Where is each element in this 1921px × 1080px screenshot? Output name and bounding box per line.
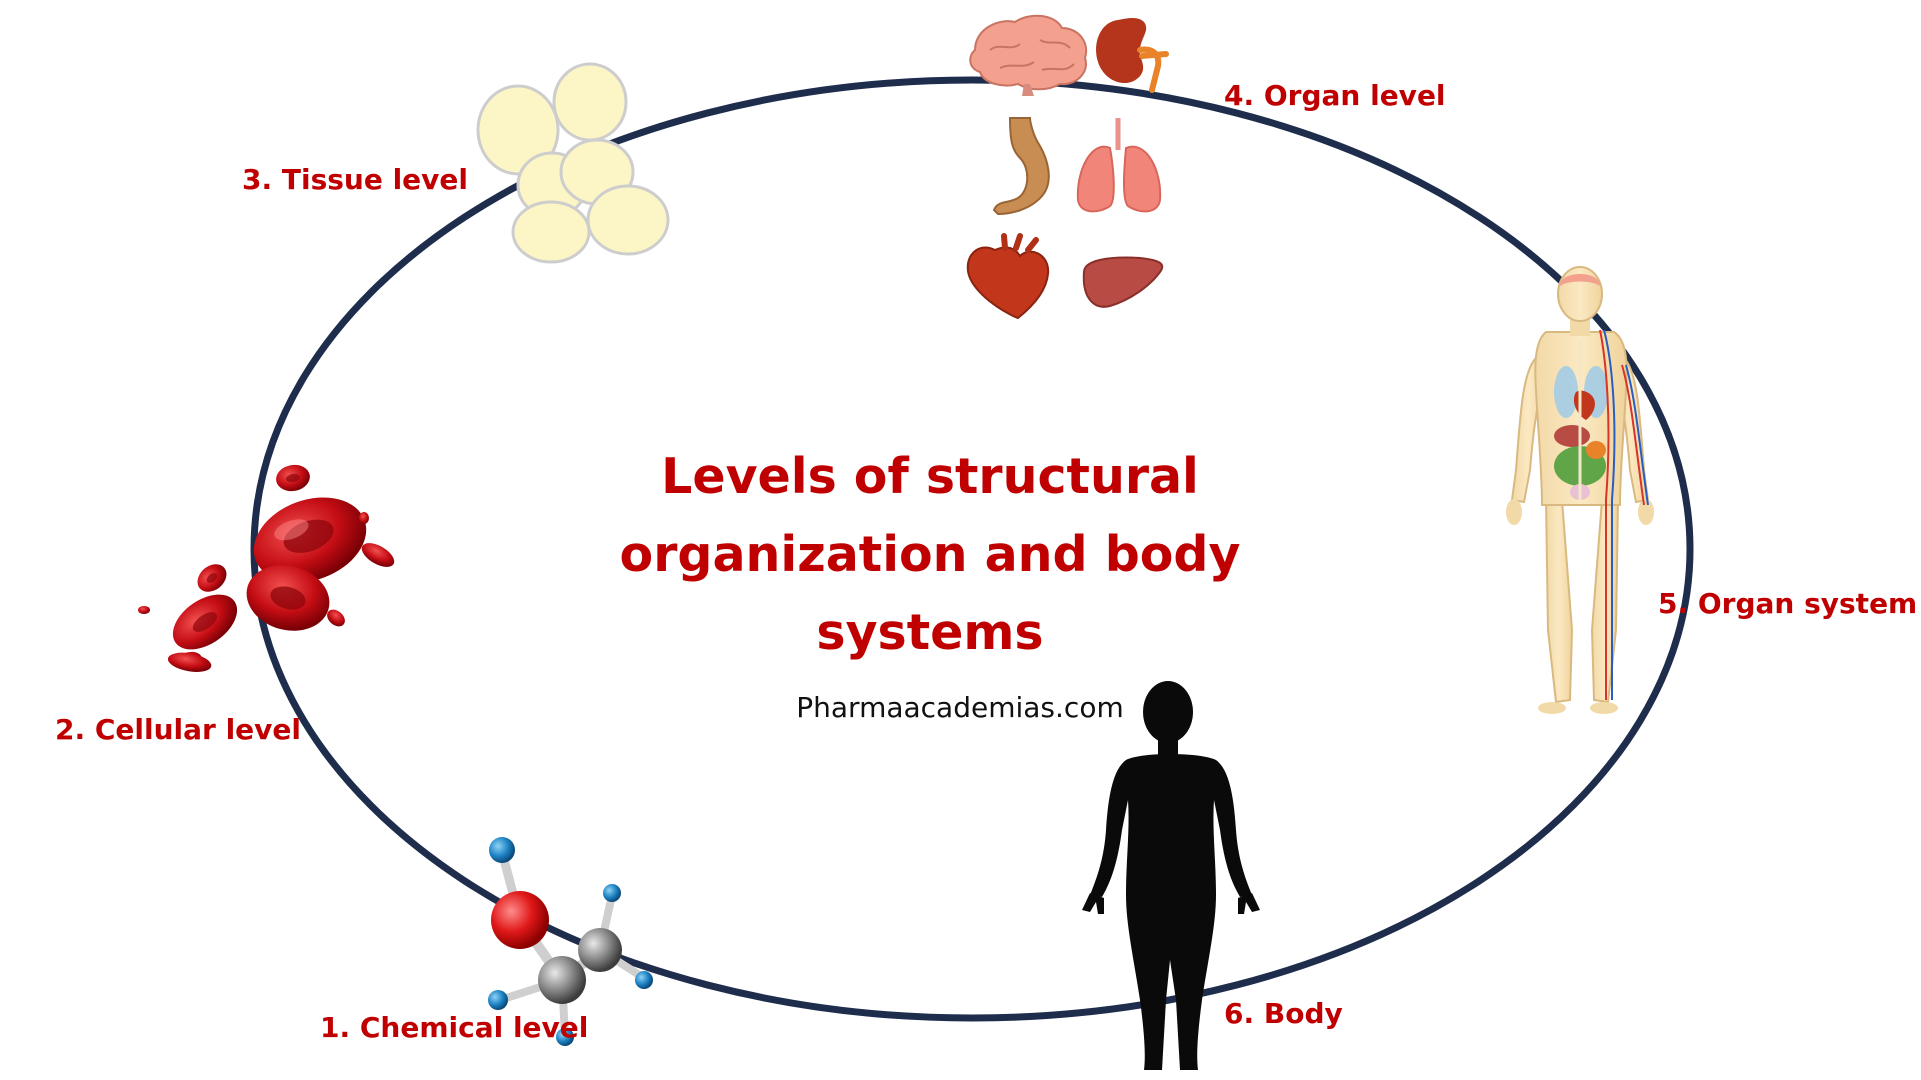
label-cellular-level: 2. Cellular level (55, 713, 302, 746)
label-tissue-level: 3. Tissue level (242, 163, 468, 196)
liver-icon (1082, 256, 1164, 308)
label-organ-level: 4. Organ level (1224, 79, 1446, 112)
lungs-icon (1076, 118, 1162, 213)
title-line-3: systems (816, 604, 1044, 661)
organs-icon (966, 14, 1169, 320)
title-line-1: Levels of structural (661, 448, 1199, 505)
heart-icon (966, 233, 1050, 320)
label-organ-system: 5. Organ system (1658, 587, 1918, 620)
human-anatomy-icon (1506, 266, 1654, 714)
body-silhouette-icon (1082, 681, 1260, 1070)
diagram-title: Levels of structural organization and bo… (560, 438, 1300, 672)
molecule-icon (488, 837, 653, 1046)
label-chemical-level: 1. Chemical level (320, 1011, 589, 1044)
title-line-2: organization and body (619, 526, 1241, 583)
kidney-icon (1096, 18, 1169, 93)
stomach-icon (992, 117, 1050, 216)
label-body: 6. Body (1224, 997, 1343, 1030)
brain-icon (969, 14, 1088, 96)
red-blood-cells-icon (138, 464, 395, 672)
website-credit: Pharmaacademias.com (796, 691, 1124, 724)
tissue-cells-icon (476, 62, 670, 264)
